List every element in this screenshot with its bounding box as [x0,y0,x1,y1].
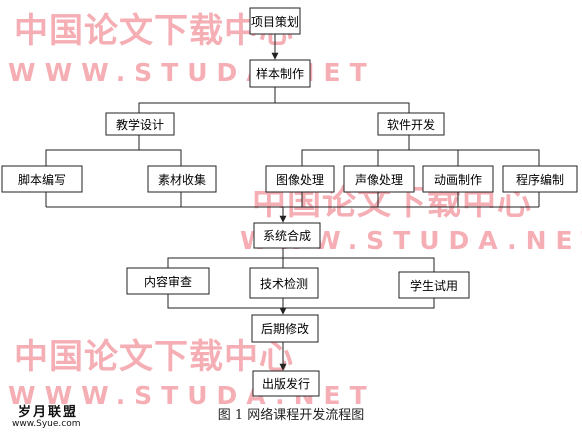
node-script-label: 脚本编写 [18,172,66,187]
node-audio: 声像处理 [343,165,415,193]
node-plan: 项目策划 [249,7,301,35]
node-image-label: 图像处理 [276,173,324,187]
node-publish-label: 出版发行 [262,376,310,391]
edge-integration-trial [283,257,435,272]
node-student-trial: 学生试用 [398,271,470,299]
node-programming-label: 程序编制 [516,172,564,187]
node-image: 图像处理 [265,165,335,193]
edge-trial-edit [283,298,435,309]
edge-software-image [301,135,410,166]
edge-sample-software [275,102,410,113]
edge-software-programming [409,149,540,166]
node-tech-check-label: 技术检测 [260,276,308,291]
node-tech-check: 技术检测 [249,267,319,299]
node-sample: 样本制作 [249,59,311,88]
edge-software-animation [409,149,459,166]
node-plan-label: 项目策划 [251,15,299,29]
site-logo-cn: 岁月联盟 [18,405,79,420]
node-later-edit: 后期修改 [251,314,319,343]
edge-teach-script [45,135,140,166]
edge-software-audio [377,149,409,166]
node-software-dev: 软件开发 [377,112,445,136]
edge-teach-material [139,149,182,166]
node-animation-label: 动画制作 [434,173,482,187]
node-content-review-label: 内容审查 [144,274,192,289]
edge-review-edit [167,294,283,309]
node-content-review: 内容审查 [126,267,210,295]
node-material: 素材收集 [147,165,217,193]
node-teach-design-label: 教学设计 [116,117,164,132]
figure-caption: 图 1 网络课程开发流程图 [217,408,365,423]
edge-integration-review [167,248,284,268]
node-teach-design: 教学设计 [105,112,175,136]
node-later-edit-label: 后期修改 [261,321,309,336]
node-student-trial-label: 学生试用 [410,278,458,293]
node-software-dev-label: 软件开发 [387,117,435,132]
site-logo-en: www.Syue.com [12,419,81,429]
node-programming: 程序编制 [502,165,578,193]
node-integration-label: 系统合成 [263,228,311,243]
node-material-label: 素材收集 [158,172,206,187]
node-animation: 动画制作 [422,165,494,193]
node-sample-label: 样本制作 [256,66,304,81]
edge-sample-teach [138,87,276,113]
node-script: 脚本编写 [1,165,83,193]
node-integration: 系统合成 [253,222,321,249]
node-publish: 出版发行 [252,370,320,397]
node-audio-label: 声像处理 [355,173,403,187]
watermark-cn-top: 中国论文下载中心 [14,11,294,51]
watermark-cn-bottom: 中国论文下载中心 [14,337,294,377]
connectors [45,34,540,371]
